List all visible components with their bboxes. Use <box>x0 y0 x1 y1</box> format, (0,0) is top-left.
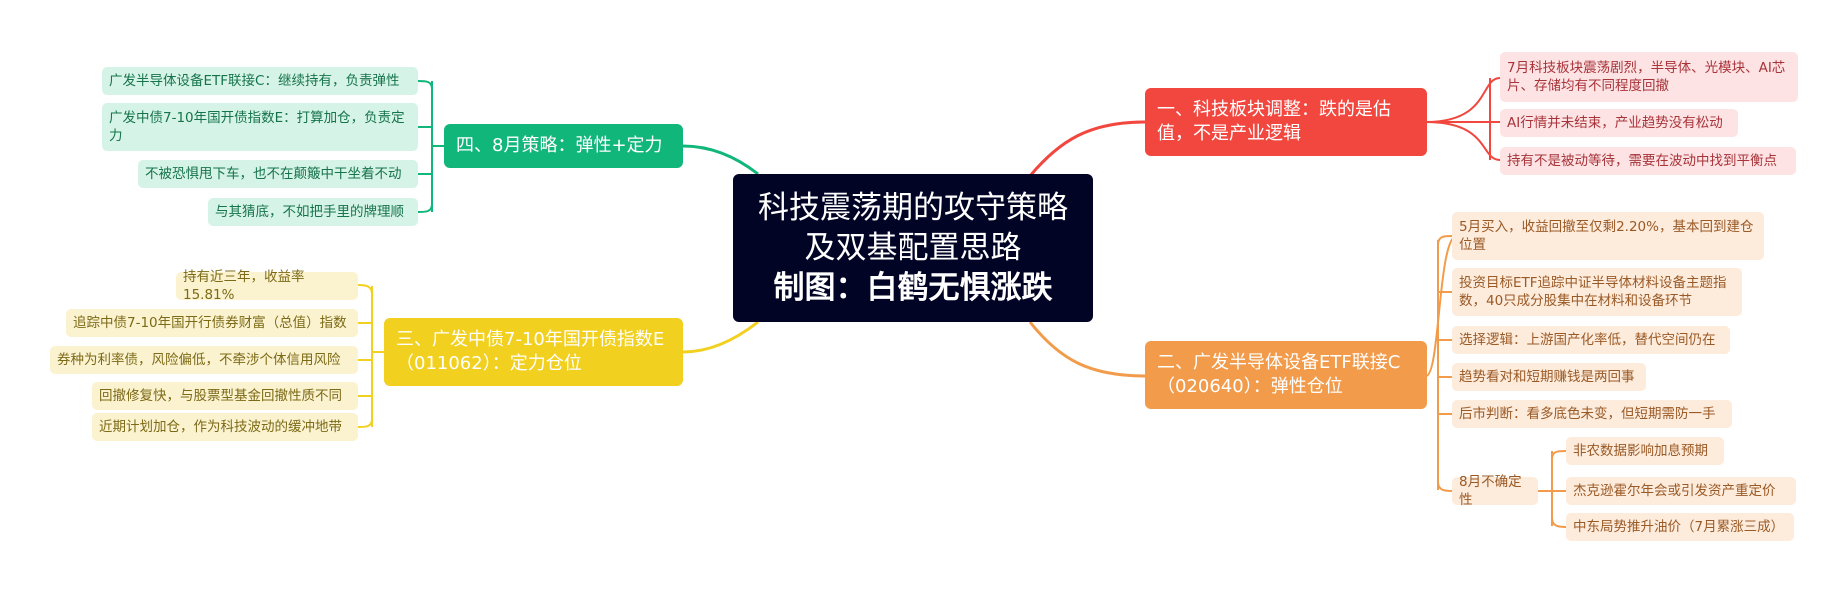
branch-3-leaf[interactable]: 持有近三年，收益率15.81% <box>176 269 358 303</box>
link-b2 <box>1437 235 1453 246</box>
branch-3-node[interactable]: 三、广发中债7-10年国开债指数E（011062）：定力仓位 <box>384 318 683 386</box>
branch-3-title: 三、广发中债7-10年国开债指数E（011062）：定力仓位 <box>396 328 665 374</box>
link-b1 <box>1425 77 1501 123</box>
branch-2-leaf[interactable]: 选择逻辑：上游国产化率低，替代空间仍在 <box>1452 326 1730 354</box>
branch-4-leaf[interactable]: 广发中债7-10年国开债指数E：打算加仓，负责定力 <box>102 103 418 151</box>
branch-2-leaf[interactable]: 后市判断：看多底色未变，但短期需防一手 <box>1452 400 1732 428</box>
link-root-b1 <box>1028 120 1146 177</box>
root-node[interactable]: 科技震荡期的攻守策略及双基配置思路 制图：白鹤无惧涨跌 <box>733 174 1093 322</box>
bracket-b3 <box>371 286 384 427</box>
branch-1-title: 一、科技板块调整：跌的是估值，不是产业逻辑 <box>1157 98 1391 144</box>
link-uncertainty <box>1551 517 1567 528</box>
branch-1-leaf[interactable]: AI行情并未结束，产业趋势没有松动 <box>1500 109 1738 137</box>
branch-1-leaf[interactable]: 持有不是被动等待，需要在波动中找到平衡点 <box>1500 147 1796 175</box>
link-root-b4 <box>682 144 759 176</box>
link-b2 <box>1437 481 1453 492</box>
branch-2-title: 二、广发半导体设备ETF联接C（020640）：弹性仓位 <box>1157 351 1401 397</box>
bracket-uncertainty <box>1536 451 1553 526</box>
link-b1 <box>1425 121 1501 161</box>
link-b3 <box>357 284 373 295</box>
bracket-b2 <box>1425 235 1457 490</box>
branch-2-leaf[interactable]: 5月买入，收益回撤至仅剩2.20%，基本回到建仓位置 <box>1452 212 1764 260</box>
branch-4-node[interactable]: 四、8月策略：弹性+定力 <box>444 124 683 168</box>
link-root-b2 <box>1028 321 1146 378</box>
link-b3 <box>357 418 373 428</box>
branch-4-leaf[interactable]: 与其猜底，不如把手里的牌理顺 <box>208 198 418 226</box>
branch-3-leaf[interactable]: 回撤修复快，与股票型基金回撤性质不同 <box>92 382 358 410</box>
uncertainty-node[interactable]: 8月不确定性 <box>1452 474 1538 508</box>
branch-2-node[interactable]: 二、广发半导体设备ETF联接C（020640）：弹性仓位 <box>1145 341 1427 409</box>
uncertainty-item[interactable]: 中东局势推升油价（7月累涨三成） <box>1566 513 1794 541</box>
branch-2-leaf[interactable]: 趋势看对和短期赚钱是两回事 <box>1452 363 1646 391</box>
branch-1-node[interactable]: 一、科技板块调整：跌的是估值，不是产业逻辑 <box>1145 88 1427 156</box>
branch-4-title: 四、8月策略：弹性+定力 <box>456 134 663 156</box>
branch-1-leaf[interactable]: 7月科技板块震荡剧烈，半导体、光模块、AI芯片、存储均有不同程度回撤 <box>1500 52 1798 102</box>
branch-3-leaf[interactable]: 追踪中债7-10年国开行债券财富（总值）指数 <box>66 309 358 337</box>
bracket-b4 <box>431 81 444 212</box>
branch-2-leaf[interactable]: 投资目标ETF追踪中证半导体材料设备主题指数，40只成分股集中在材料和设备环节 <box>1452 268 1742 316</box>
uncertainty-item[interactable]: 非农数据影响加息预期 <box>1566 437 1724 465</box>
link-b4 <box>417 80 433 90</box>
branch-3-leaf[interactable]: 近期计划加仓，作为科技波动的缓冲地带 <box>92 413 358 441</box>
link-b4 <box>417 203 433 213</box>
branch-4-leaf[interactable]: 广发半导体设备ETF联接C：继续持有，负责弹性 <box>102 67 418 95</box>
link-root-b3 <box>682 320 759 354</box>
branch-4-leaf[interactable]: 不被恐惧甩下车，也不在颠簸中干坐着不动 <box>138 160 418 188</box>
uncertainty-item[interactable]: 杰克逊霍尔年会或引发资产重定价 <box>1566 477 1796 505</box>
branch-3-leaf[interactable]: 券种为利率债，风险偏低，不牵涉个体信用风险 <box>50 346 358 374</box>
root-subtitle: 制图：白鹤无惧涨跌 <box>773 270 1053 306</box>
link-uncertainty <box>1551 450 1567 460</box>
root-title: 科技震荡期的攻守策略及双基配置思路 <box>758 190 1068 266</box>
